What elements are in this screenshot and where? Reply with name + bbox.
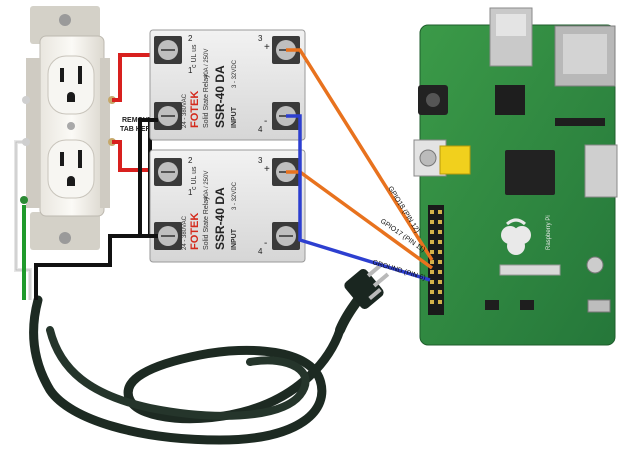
relay-bottom-term-1: 1 [188,188,193,197]
relay-bottom: FOTEK Solid State Relay SSR-40 DA 40A / … [149,149,306,263]
relay-bottom-term-3: 3 [258,156,263,165]
relay-top-plus: + [264,42,270,53]
relay-top-term-1: 1 [188,66,193,75]
relay-top-model: SSR-40 DA [213,65,227,128]
relay-top-dc: 3 - 32VDC [232,59,238,88]
relay-bottom-desc: Solid State Relay [203,196,210,250]
relay-top-input: INPUT [231,106,238,128]
relay-bottom-rating: 40A / 250V [204,171,210,200]
remove-tab-label: REMOVE [122,117,153,124]
soc-chip-icon [505,150,555,195]
receptacle-bottom [47,139,95,199]
relay-top-brand: FOTEK [189,91,201,128]
micro-usb-icon [587,299,611,313]
relay-bottom-ac: 24 - 380VAC [182,215,188,250]
raspberry-pi-board: Raspberry Pi [413,7,618,346]
rca-video-icon [413,139,471,177]
relay-top-ac: 24 - 380VAC [182,93,188,128]
cord-wires [14,140,150,300]
relay-top-cert: c UL us [191,44,198,68]
remove-tab-label-2: TAB HERE [120,126,156,133]
relay-top-desc: Solid State Relay [203,74,210,128]
relay-top-term-3: 3 [258,34,263,43]
wall-outlet [20,6,116,250]
relay-top-term-2: 2 [188,34,193,43]
relay-bottom-brand: FOTEK [189,213,201,250]
relay-bottom-plus: + [264,164,270,175]
power-cord [29,295,363,445]
relay-top: FOTEK Solid State Relay SSR-40 DA 40A / … [149,29,306,141]
gpio-header [428,205,444,315]
jumper-wire [138,118,158,238]
relay-bottom-cert: c UL us [191,166,198,190]
relay-bottom-dc: 3 - 32VDC [232,181,238,210]
relay-top-term-4: 4 [258,125,263,134]
gpio-wires [286,48,434,282]
relay-bottom-minus: - [264,238,267,249]
plug-icon [344,262,390,309]
relay-bottom-model: SSR-40 DA [213,187,227,250]
relay-bottom-input: INPUT [231,228,238,250]
relay-bottom-term-4: 4 [258,247,263,256]
relay-top-minus: - [264,116,267,127]
relay-bottom-term-2: 2 [188,156,193,165]
relay-top-rating: 40A / 250V [204,49,210,78]
receptacle-top [47,55,95,115]
hdmi-port-icon [584,144,618,198]
raspberry-logo-icon [501,218,531,255]
board-logo-text: Raspberry Pi [546,215,552,250]
